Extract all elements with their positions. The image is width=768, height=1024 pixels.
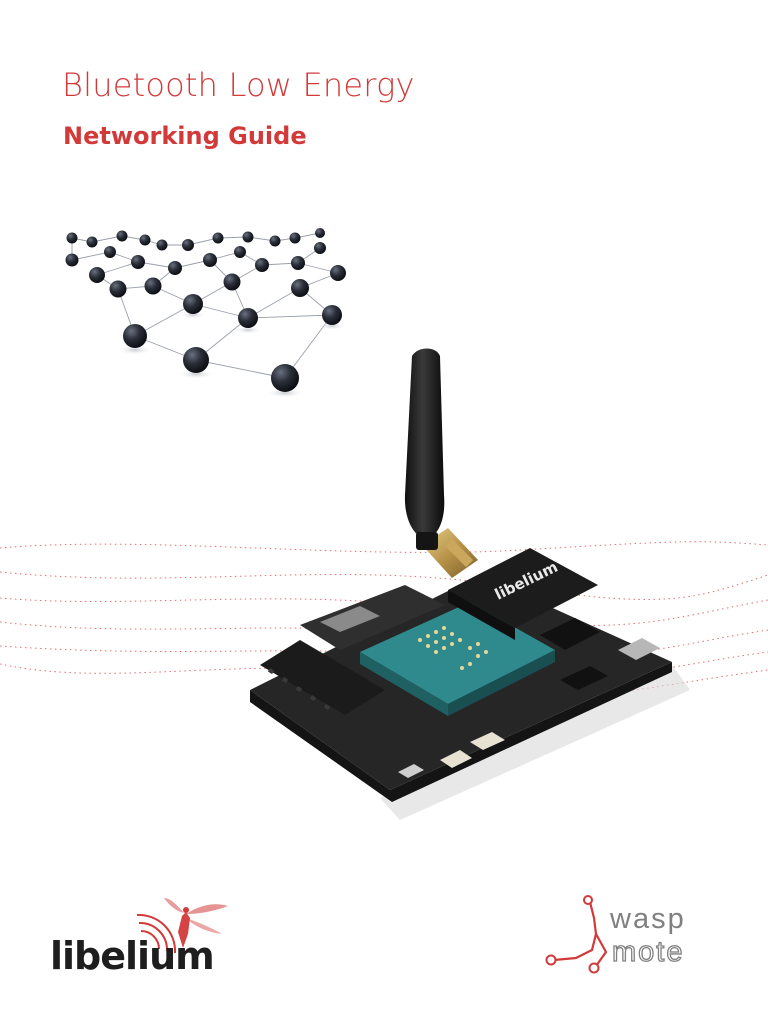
document-subtitle: Networking Guide bbox=[63, 122, 307, 150]
waspmote-logo-mote: mote bbox=[611, 936, 685, 968]
libelium-logo: libelium bbox=[50, 934, 215, 978]
waspmote-logo-wasp: wasp bbox=[610, 903, 686, 935]
document-title: Bluetooth Low Energy bbox=[62, 66, 415, 104]
